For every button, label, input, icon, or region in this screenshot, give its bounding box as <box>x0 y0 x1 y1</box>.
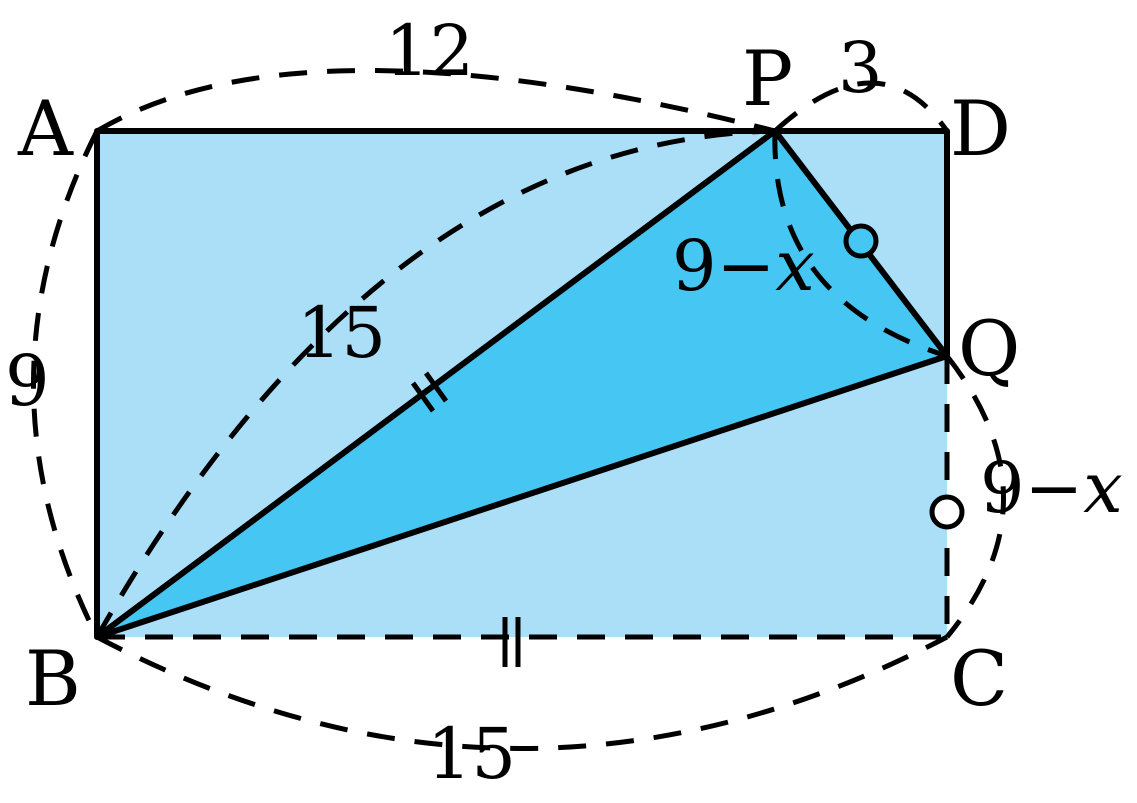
qc-number: 9 <box>980 447 1025 529</box>
pq-minus: − <box>717 225 776 307</box>
qc-minus: − <box>1025 447 1084 529</box>
label-point-c: C <box>950 634 1008 723</box>
length-label-15-diagonal: 15 <box>297 292 386 374</box>
label-point-a: A <box>17 84 74 173</box>
double-tick-bp <box>410 371 449 413</box>
double-tick-bc <box>502 617 521 667</box>
pq-number: 9 <box>672 225 717 307</box>
length-label-pq: 9−x <box>672 225 815 307</box>
label-point-d: D <box>950 84 1011 173</box>
arc-diagonal-15 <box>94 128 776 639</box>
qc-variable: x <box>1083 447 1122 529</box>
label-point-b: B <box>25 634 81 723</box>
length-label-3: 3 <box>838 27 883 109</box>
length-label-12: 12 <box>385 10 474 92</box>
rectangle-outline <box>94 128 950 637</box>
circle-mark-pq <box>843 223 879 259</box>
length-label-9: 9 <box>5 340 50 422</box>
length-label-qc: 9−x <box>980 447 1123 529</box>
label-point-q: Q <box>958 304 1020 393</box>
pq-variable: x <box>775 225 814 307</box>
arc-left-9 <box>31 129 100 639</box>
circle-mark-qc <box>929 494 965 530</box>
arc-right-9-x <box>945 354 1006 639</box>
label-point-p: P <box>742 34 793 123</box>
arc-top-12 <box>95 68 776 134</box>
arc-bottom-15 <box>95 634 949 751</box>
length-label-15-bottom: 15 <box>427 713 516 795</box>
triangle-bpq-fill <box>97 131 947 637</box>
arc-top-3 <box>773 80 950 133</box>
arc-inner-9-x <box>772 130 948 359</box>
